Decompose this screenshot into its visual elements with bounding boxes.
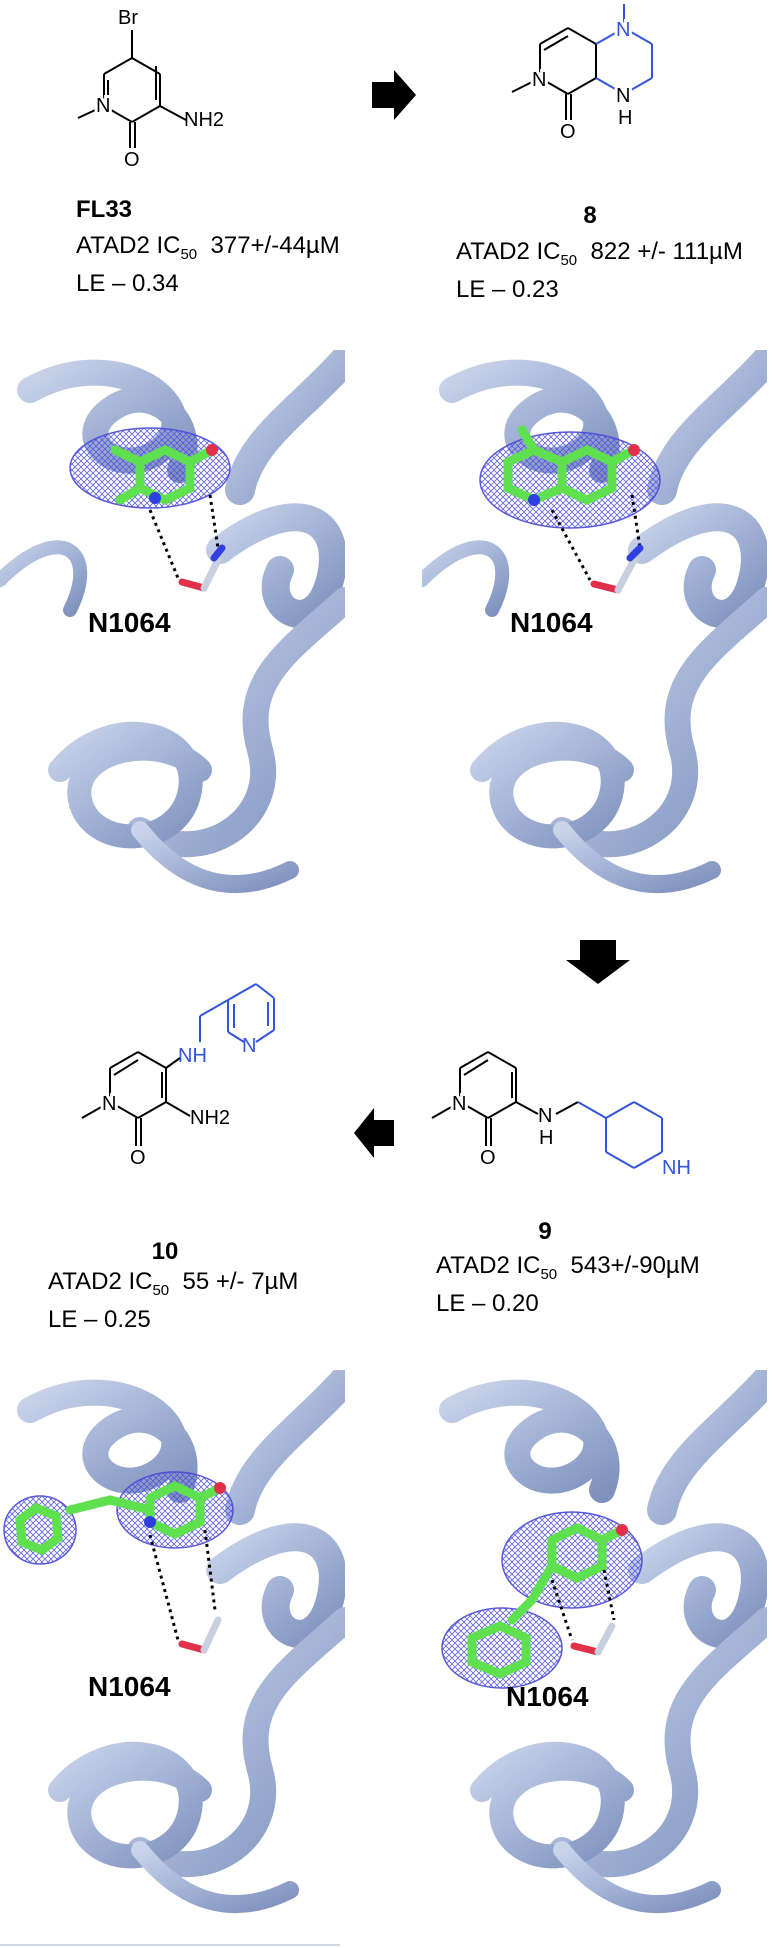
atom-nh-piperidine: NH [662, 1157, 691, 1179]
atom-o: O [124, 149, 140, 171]
ic50-fl33: ATAD2 IC50 377+/-44µM [76, 232, 340, 263]
structure-fl33: Br N N NH2 O [77, 7, 224, 171]
ic50-8: ATAD2 IC50 822 +/- 111µM [456, 238, 743, 269]
svg-text:N: N [616, 85, 630, 107]
binding-pose-panel-10: N1064 [0, 1370, 345, 1945]
atom-n-pyridine: N [242, 1035, 256, 1057]
arrow-right-icon [372, 70, 416, 120]
svg-text:N: N [452, 1093, 466, 1115]
atom-n-ring: N [532, 69, 546, 91]
ic50-9: ATAD2 IC50 543+/-90µM [436, 1252, 700, 1283]
structure-9: N N N H NH O [431, 1051, 691, 1179]
atom-o: O [560, 121, 576, 143]
compound-id-8: 8 [583, 202, 597, 229]
atom-n-amine: N [616, 85, 630, 107]
arrow-left-icon [354, 1108, 394, 1158]
atom-nh-linker: NH [178, 1045, 207, 1067]
structure-8: N N N N N N H O [511, 4, 653, 143]
ic50-10: ATAD2 IC50 55 +/- 7µM [48, 1268, 299, 1299]
compound-id-10: 10 [151, 1238, 179, 1265]
binding-pose-panel-8: N1064 [422, 350, 767, 920]
structure-10: N N NH N NH2 O [81, 983, 275, 1169]
atom-h: H [539, 1127, 553, 1149]
residue-label: N1064 [88, 607, 171, 638]
divider [0, 1944, 340, 1946]
residue-label: N1064 [88, 1671, 171, 1702]
atom-n-linker: N [538, 1105, 552, 1127]
atom-br: Br [118, 7, 138, 29]
arrow-down-icon [566, 940, 630, 984]
atom-nh2: NH2 [184, 109, 224, 131]
le-8: LE – 0.23 [456, 276, 559, 303]
atom-o: O [130, 1147, 146, 1169]
atom-n-ring: N [452, 1093, 466, 1115]
le-10: LE – 0.25 [48, 1306, 151, 1333]
residue-label: N1064 [506, 1681, 589, 1712]
atom-o: O [480, 1147, 496, 1169]
atom-n-ring: N [102, 1093, 116, 1115]
svg-text:N: N [532, 69, 546, 91]
compound-id-fl33: FL33 [76, 196, 133, 223]
atom-nh2: NH2 [190, 1107, 230, 1129]
binding-pose-panel-9: N1064 [422, 1370, 767, 1945]
svg-text:N: N [102, 1093, 116, 1115]
atom-h: H [618, 107, 632, 129]
compound-id-9: 9 [538, 1218, 552, 1245]
residue-label: N1064 [510, 607, 593, 638]
svg-text:N: N [96, 95, 110, 117]
le-fl33: LE – 0.34 [76, 270, 179, 297]
le-9: LE – 0.20 [436, 1290, 539, 1317]
atom-n-methyl: N [616, 19, 630, 41]
svg-text:N: N [616, 19, 630, 41]
atom-n: N [96, 95, 110, 117]
binding-pose-panel-fl33: N1064 [0, 350, 345, 920]
